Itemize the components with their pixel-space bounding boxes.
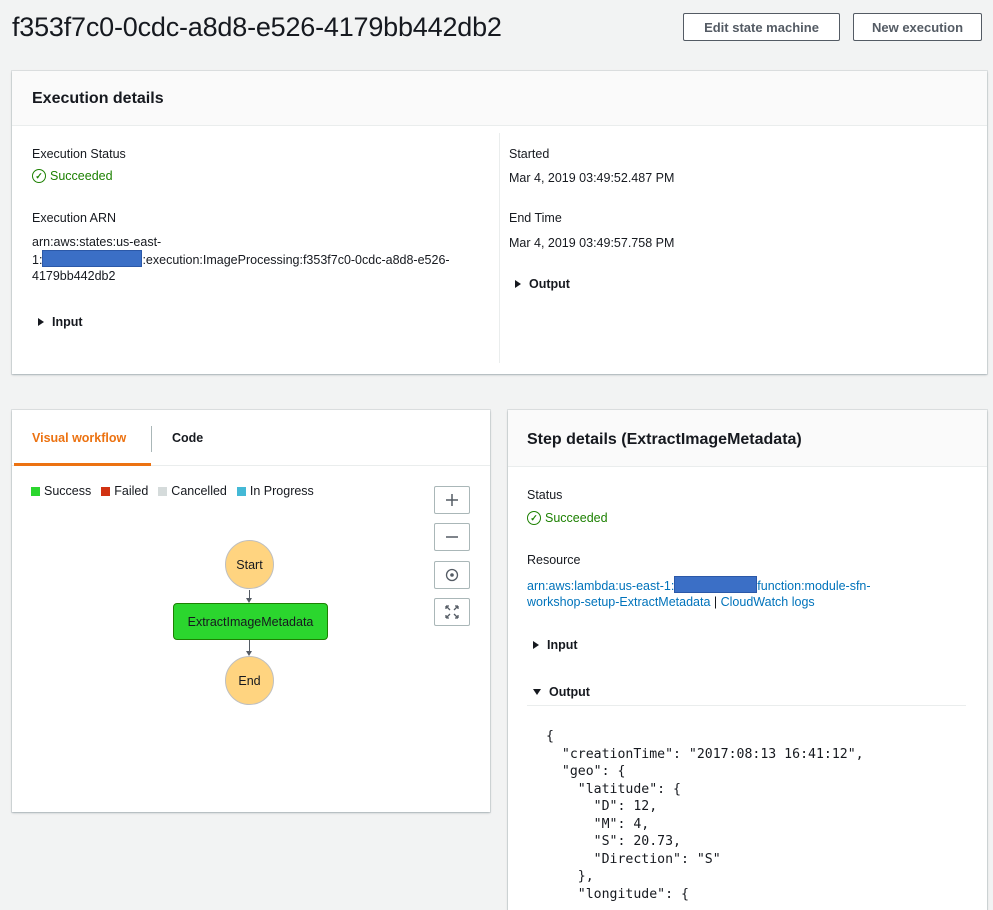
execution-input-label: Input xyxy=(52,315,83,329)
new-execution-button[interactable]: New execution xyxy=(853,13,982,41)
legend-swatch xyxy=(31,486,40,496)
edit-state-machine-button[interactable]: Edit state machine xyxy=(683,13,840,41)
resource-arn-link-part-1[interactable]: arn:aws:lambda:us-east-1: xyxy=(527,579,675,593)
step-input-label: Input xyxy=(547,638,578,652)
execution-status-value: ✓ Succeeded xyxy=(32,169,113,183)
resource-arn-link-part-2[interactable]: function:module-sfn- xyxy=(757,579,871,593)
end-time-label: End Time xyxy=(509,211,562,225)
fit-button[interactable] xyxy=(434,598,470,626)
execution-input-expander[interactable]: Input xyxy=(38,315,83,329)
execution-output-expander[interactable]: Output xyxy=(515,277,570,291)
visual-workflow-panel: Visual workflow Code Success Failed Canc… xyxy=(12,410,490,812)
caret-down-icon xyxy=(533,689,541,695)
workflow-tabs: Visual workflow Code xyxy=(12,410,490,466)
step-details-panel: Step details (ExtractImageMetadata) Stat… xyxy=(508,410,987,910)
execution-arn-value: arn:aws:states:us-east- 1: :execution:Ima… xyxy=(32,234,492,284)
tab-code[interactable]: Code xyxy=(172,431,204,445)
step-output-label: Output xyxy=(549,685,590,699)
check-circle-icon: ✓ xyxy=(32,169,46,183)
page-title: f353f7c0-0cdc-a8d8-e526-4179bb442db2 xyxy=(12,12,502,42)
center-icon xyxy=(445,568,459,582)
zoom-in-icon xyxy=(446,494,458,506)
arn-line-2-suffix: :execution:ImageProcessing:f353f7c0-0cdc… xyxy=(142,253,450,267)
legend-label: In Progress xyxy=(249,484,314,498)
step-status-value: ✓ Succeeded xyxy=(527,511,608,525)
execution-status-text: Succeeded xyxy=(50,169,113,183)
column-divider xyxy=(499,133,500,363)
resource-arn-link-part-3[interactable]: workshop-setup-ExtractMetadata xyxy=(527,595,711,609)
legend-swatch xyxy=(236,486,246,496)
legend-cancelled: Cancelled xyxy=(158,484,227,498)
step-details-title: Step details (ExtractImageMetadata) xyxy=(527,431,802,448)
end-time-value: Mar 4, 2019 03:49:57.758 PM xyxy=(509,236,675,250)
workflow-legend: Success Failed Cancelled In Progress xyxy=(31,484,314,498)
zoom-out-icon xyxy=(446,536,458,538)
caret-right-icon xyxy=(533,641,539,649)
connector-task-end xyxy=(249,640,250,652)
execution-output-label: Output xyxy=(529,277,570,291)
connector-start-task xyxy=(249,590,250,599)
arrow-down-icon xyxy=(246,598,252,603)
execution-status-label: Execution Status xyxy=(32,147,126,161)
output-divider xyxy=(527,705,966,706)
link-separator: | xyxy=(710,595,721,609)
execution-arn-label: Execution ARN xyxy=(32,211,117,225)
cloudwatch-logs-link[interactable]: CloudWatch logs xyxy=(720,595,815,609)
start-node-label: Start xyxy=(236,557,263,572)
legend-success: Success xyxy=(31,484,91,498)
legend-swatch xyxy=(158,486,168,496)
step-output-json: { "creationTime": "2017:08:13 16:41:12",… xyxy=(546,729,864,902)
arn-line-1: arn:aws:states:us-east- xyxy=(32,235,162,249)
center-button[interactable] xyxy=(434,561,470,589)
started-label: Started xyxy=(509,147,550,161)
execution-details-panel: Execution details Execution Status ✓ Suc… xyxy=(12,71,987,374)
check-circle-icon: ✓ xyxy=(527,511,541,525)
step-input-expander[interactable]: Input xyxy=(533,638,578,652)
legend-label: Success xyxy=(44,484,92,498)
arn-line-3: 4179bb442db2 xyxy=(32,269,116,283)
step-status-label: Status xyxy=(527,488,563,502)
arn-line-2-prefix: 1: xyxy=(32,253,43,267)
execution-details-title: Execution details xyxy=(32,90,164,107)
arn-line-2: 1: :execution:ImageProcessing:f353f7c0-0c… xyxy=(32,250,492,268)
legend-in-progress: In Progress xyxy=(236,484,314,498)
tab-separator xyxy=(151,426,152,452)
active-tab-indicator xyxy=(14,463,151,466)
resource-line-2: workshop-setup-ExtractMetadata | CloudWa… xyxy=(527,594,977,610)
started-value: Mar 4, 2019 03:49:52.487 PM xyxy=(509,171,675,185)
task-node-label: ExtractImageMetadata xyxy=(187,614,314,629)
task-node-extractimagemetadata[interactable]: ExtractImageMetadata xyxy=(173,603,328,640)
fit-icon xyxy=(445,605,459,619)
legend-failed: Failed xyxy=(101,484,148,498)
legend-label: Failed xyxy=(114,484,149,498)
tab-visual-workflow[interactable]: Visual workflow xyxy=(32,431,127,445)
zoom-in-button[interactable] xyxy=(434,486,470,514)
resource-label: Resource xyxy=(527,553,581,567)
end-node[interactable]: End xyxy=(225,656,274,705)
redacted-account-id xyxy=(674,576,758,593)
caret-right-icon xyxy=(515,280,521,288)
start-node[interactable]: Start xyxy=(225,540,274,589)
legend-swatch xyxy=(101,486,111,496)
step-details-header: Step details (ExtractImageMetadata) xyxy=(508,410,987,467)
step-status-text: Succeeded xyxy=(545,511,608,525)
end-node-label: End xyxy=(238,673,261,688)
arrow-down-icon xyxy=(246,651,252,656)
legend-label: Cancelled xyxy=(171,484,227,498)
resource-line-1: arn:aws:lambda:us-east-1: function:module… xyxy=(527,576,977,594)
resource-value: arn:aws:lambda:us-east-1: function:module… xyxy=(527,576,977,610)
step-output-expander[interactable]: Output xyxy=(533,685,590,699)
execution-details-header: Execution details xyxy=(12,71,987,126)
caret-right-icon xyxy=(38,318,44,326)
redacted-account-id xyxy=(42,250,143,267)
zoom-out-button[interactable] xyxy=(434,523,470,551)
